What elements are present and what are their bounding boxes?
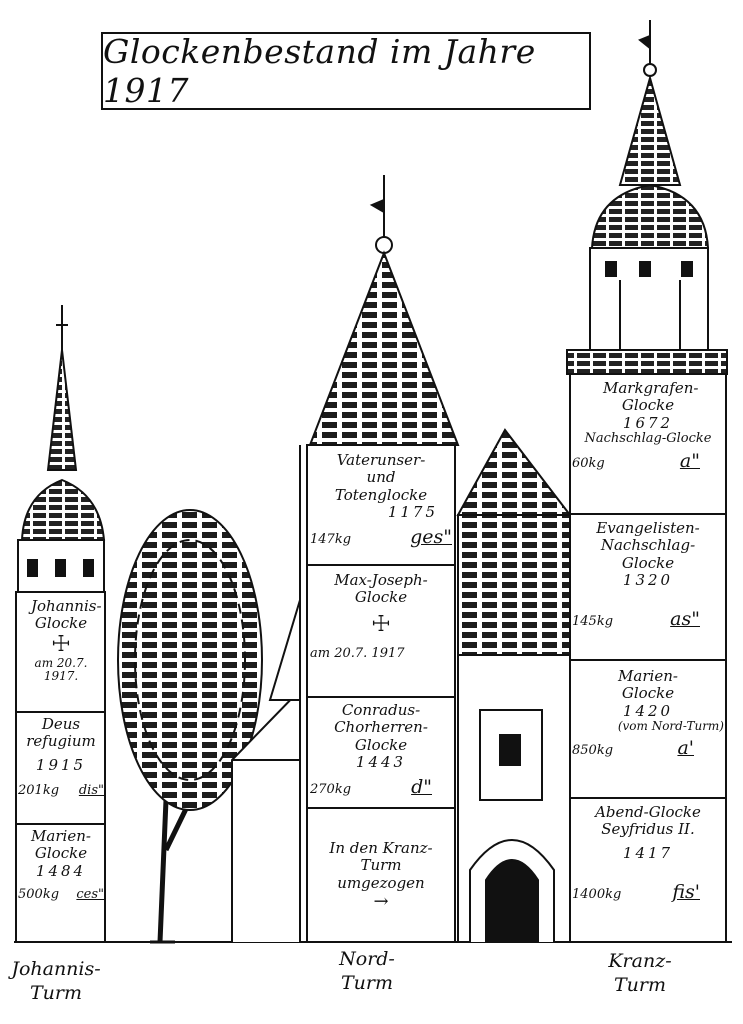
bell-year: 1915 — [35, 755, 87, 774]
bell-tone: a" — [679, 449, 700, 472]
page-title: Glockenbestand im Jahre 1917 — [103, 32, 536, 110]
arrow-right-icon: → — [373, 890, 389, 912]
bell-name: Marien-Glocke — [31, 827, 91, 863]
nord-caption: Nord-Turm — [339, 948, 395, 994]
bell-name: Johannis-Glocke — [31, 597, 102, 633]
bell-weight: 270kg — [310, 782, 352, 797]
kranz-caption: Kranz-Turm — [608, 950, 672, 996]
bell-weight: 145kg — [572, 614, 614, 629]
johannis-bell-1: Johannis-Glocke ☩ am 20.7. 1917. — [18, 597, 104, 710]
cross-symbol: ☩ — [371, 611, 391, 637]
kranz-bell-2: Evangelisten-Nachschlag-Glocke 1320 145k… — [572, 519, 724, 658]
bell-name: Abend-Glocke Seyfridus II. — [595, 803, 701, 839]
bell-year: 1443 — [355, 752, 407, 771]
bell-year: 1484 — [35, 861, 87, 880]
bell-tone: d" — [411, 776, 432, 798]
bell-name: Deus refugium — [26, 715, 96, 751]
nord-bell-3: Conradus-Chorherren-Glocke 1443 270kg d" — [310, 701, 452, 806]
bell-name: Vaterunser-und Totenglocke — [334, 451, 428, 504]
bell-name: Conradus-Chorherren-Glocke — [334, 701, 428, 754]
nord-bell-4: In den Kranz-Turm umgezogen → — [310, 839, 452, 920]
johannis-bell-3: Marien-Glocke 1484 500kg ces" — [18, 827, 104, 938]
bell-name: Markgrafen-Glocke — [603, 379, 699, 415]
bell-year: 1672 — [622, 413, 674, 432]
bell-sub: Nachschlag-Glocke — [584, 430, 712, 446]
bell-weight: 60kg — [572, 455, 605, 471]
bell-date: am 20.7. 1917. — [34, 655, 88, 684]
bell-year: 1420 — [622, 701, 674, 720]
cross-symbol: ☩ — [51, 631, 71, 657]
johannis-caption: Johannis-Turm — [11, 958, 101, 1004]
nord-bell-1: Vaterunser-und Totenglocke 1175 147kg ge… — [310, 451, 452, 562]
bell-weight: 201kg — [18, 782, 60, 798]
bell-date: am 20.7. 1917 — [310, 645, 405, 661]
bell-year: 1417 — [622, 843, 674, 862]
bell-weight: 500kg — [18, 886, 60, 902]
title-box: Glockenbestand im Jahre 1917 — [101, 32, 591, 110]
kranz-bell-1: Markgrafen-Glocke 1672 Nachschlag-Glocke… — [572, 379, 724, 512]
bell-tone: fis' — [672, 880, 700, 903]
bell-name: Max-Joseph-Glocke — [334, 571, 428, 607]
bell-name: Evangelisten-Nachschlag-Glocke — [596, 519, 700, 572]
bell-weight: 147kg — [310, 532, 352, 547]
bell-year: 1320 — [622, 570, 674, 589]
bell-tone: a' — [677, 736, 694, 759]
bell-tone: dis" — [78, 782, 104, 798]
bell-tone: ges" — [410, 526, 452, 548]
johannis-bell-2: Deus refugium 1915 201kg dis" — [18, 715, 104, 822]
bell-weight: 1400kg — [572, 886, 622, 902]
bell-tone: as" — [670, 608, 700, 630]
nord-bell-2: Max-Joseph-Glocke ☩ am 20.7. 1917 — [310, 571, 452, 694]
kranz-bell-3: Marien-Glocke 1420 (vom Nord-Turm) 850kg… — [572, 667, 724, 796]
kranz-bell-4: Abend-Glocke Seyfridus II. 1417 1400kg f… — [572, 803, 724, 936]
bell-year: 1175 — [387, 502, 438, 521]
bell-origin-note: (vom Nord-Turm) — [617, 718, 724, 733]
bell-name: Marien-Glocke — [618, 667, 678, 703]
moved-note: In den Kranz-Turm umgezogen — [329, 839, 433, 892]
bell-weight: 850kg — [572, 742, 614, 758]
bell-tone: ces" — [76, 886, 104, 902]
